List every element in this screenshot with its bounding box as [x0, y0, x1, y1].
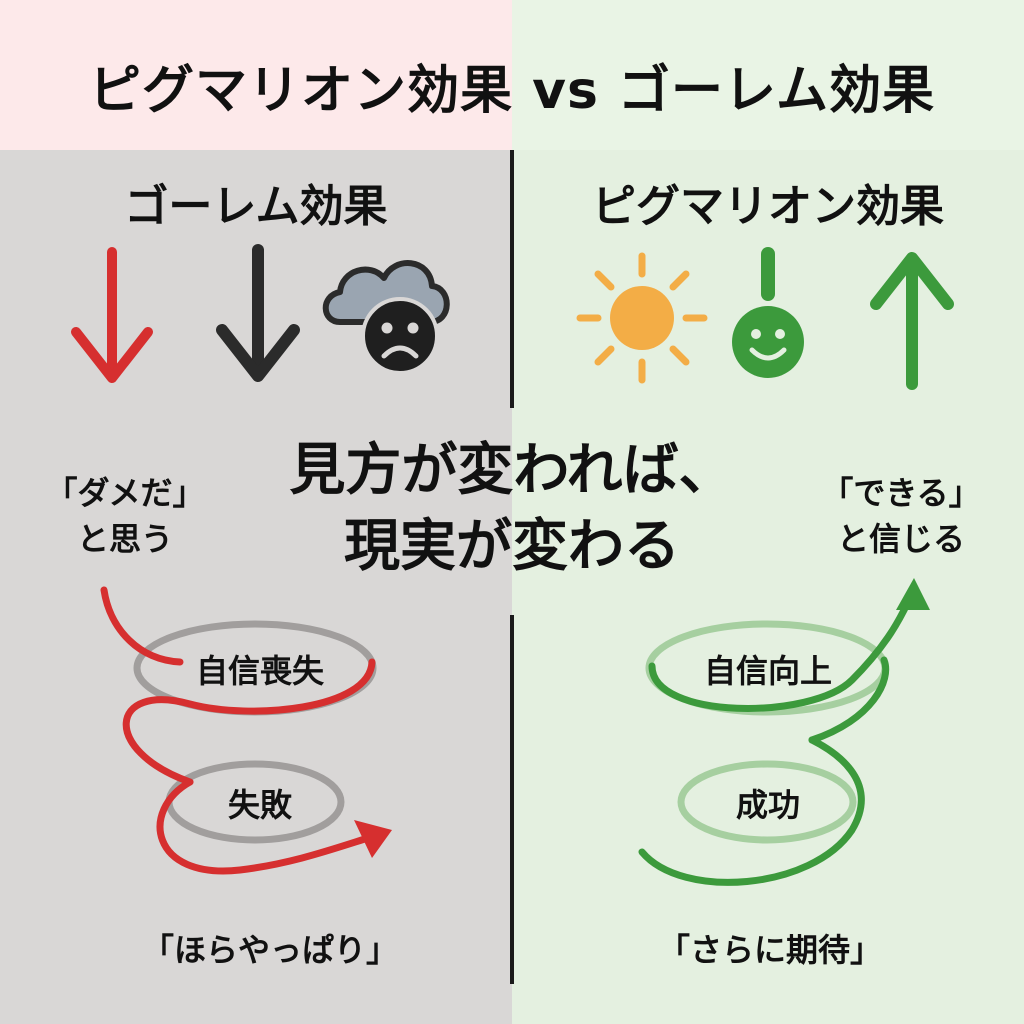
center-message: 見方が変われば、 現実が変わる [200, 433, 824, 585]
golem-heading: ゴーレム効果 [124, 181, 388, 232]
golem-belief-line-2: と思う [76, 520, 173, 558]
title-background-left [0, 0, 512, 150]
golem-belief-line-1: 「ダメだ」 [45, 474, 205, 512]
pygmalion-result-quote: 「さらに期待」 [657, 931, 882, 969]
panel-divider-bottom [510, 615, 514, 984]
pygmalion-belief-line-2: と信じる [836, 520, 965, 558]
title-background-right [512, 0, 1024, 150]
pygmalion-arrowhead [896, 578, 930, 610]
pygmalion-loop-label-success: 成功 [735, 786, 800, 824]
pygmalion-loop-label-confidence-gain: 自信向上 [703, 652, 832, 690]
golem-belief-quote: 「ダメだ」 と思う [0, 470, 250, 562]
golem-result-quote: 「ほらやっぱり」 [141, 931, 398, 969]
pygmalion-heading: ピグマリオン効果 [592, 181, 944, 232]
arrow-up-icon [870, 252, 954, 390]
panel-divider-top [510, 150, 514, 408]
smiley-face-icon [732, 247, 804, 378]
arrow-down-icon [71, 247, 153, 383]
pygmalion-ring-2 [677, 760, 857, 844]
golem-loop-label-failure: 失敗 [227, 786, 292, 824]
sun-icon [576, 252, 708, 384]
page-title: ピグマリオン効果 vs ゴーレム効果 [88, 61, 935, 121]
golem-arrowhead [354, 820, 392, 858]
center-message-line-1: 見方が変われば、 [289, 438, 735, 503]
golem-loop-label-confidence-loss: 自信喪失 [195, 652, 324, 690]
arrow-down-icon [216, 244, 300, 382]
pygmalion-belief-line-1: 「できる」 [821, 474, 981, 512]
pygmalion-spiral [638, 578, 930, 886]
pygmalion-belief-quote: 「できる」 と信じる [776, 470, 1024, 562]
golem-spiral [100, 586, 392, 875]
center-message-line-2: 現実が変わる [344, 514, 680, 579]
sad-face-icon [361, 297, 439, 375]
